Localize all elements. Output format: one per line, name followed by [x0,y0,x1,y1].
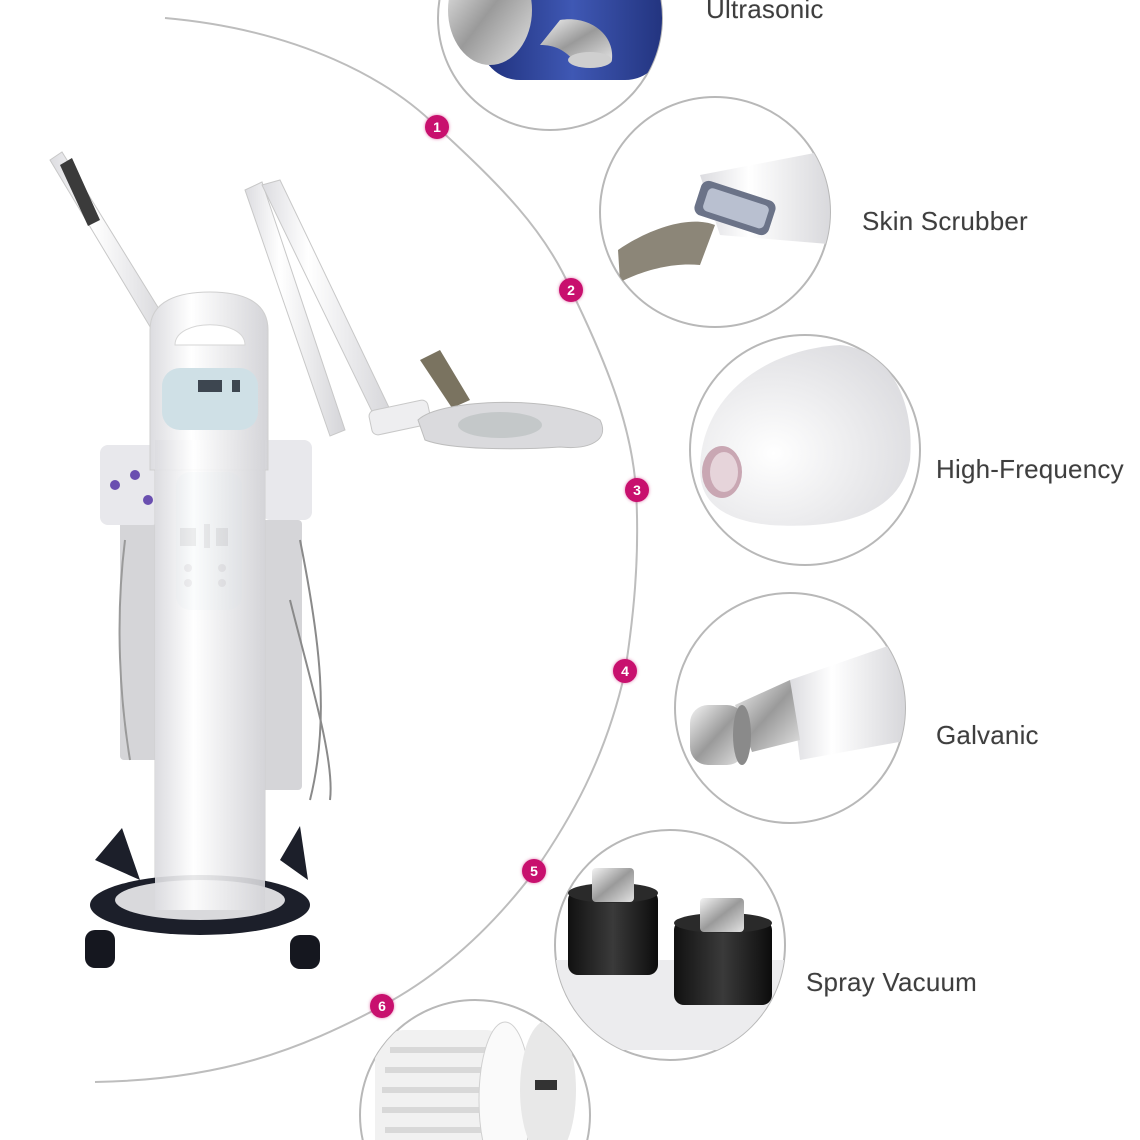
callout-badge-5: 5 [522,859,546,883]
ultrasonic-probe-icon [437,0,663,131]
callout-badge-1: 1 [425,115,449,139]
label-spray-vacuum: Spray Vacuum [806,967,977,997]
callout-badge-2: 2 [559,278,583,302]
galvanic-roller-icon [674,592,906,824]
label-skin-scrubber: Skin Scrubber [862,206,1028,236]
skin-scrubber-icon [599,96,831,328]
beauty-machine-illustration [49,151,603,969]
callout-badge-4: 4 [613,659,637,683]
label-high-frequency: High-Frequency [936,454,1124,484]
spray-vacuum-nozzle-icon [554,829,786,1061]
label-ultrasonic: Ultrasonic [706,0,824,24]
high-frequency-electrode-icon [689,334,921,566]
callout-badge-6: 6 [370,994,394,1018]
callout-badge-3: 3 [625,478,649,502]
rotary-brush-icon [359,999,591,1140]
label-galvanic: Galvanic [936,720,1039,750]
